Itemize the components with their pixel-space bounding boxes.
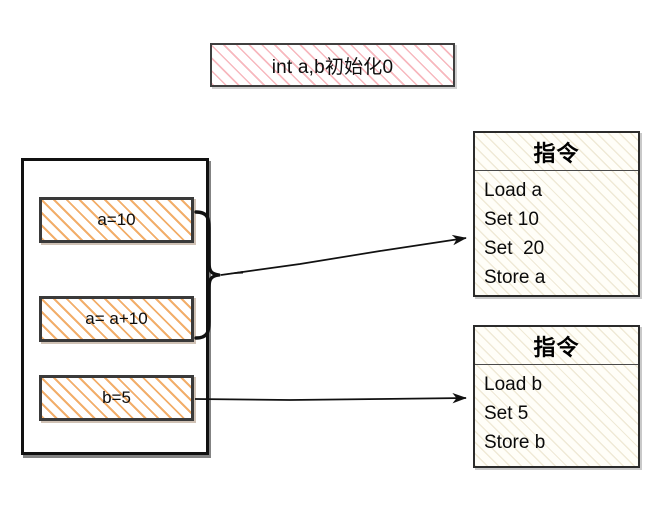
arrow-to-instruction-panel-a	[220, 234, 467, 276]
arrow-tail-wedge-a	[221, 271, 243, 275]
instruction-panel-header: 指令	[475, 327, 638, 365]
statement-label: b=5	[102, 388, 131, 407]
arrow-to-instruction-panel-b	[194, 392, 467, 404]
statement-box-b-assign: b=5	[39, 375, 194, 421]
instruction-panel-a: 指令 Load a Set 10 Set 20 Store a	[473, 131, 640, 297]
instruction-line: Load b	[484, 374, 543, 395]
instruction-line: Load a	[484, 180, 543, 201]
instruction-line: Store a	[484, 267, 546, 288]
statement-label: a= a+10	[85, 309, 148, 328]
statement-box-a-assign: a=10	[39, 197, 194, 243]
instruction-line: Set 10	[484, 209, 539, 230]
instruction-line: Set 20	[484, 238, 545, 259]
instruction-panel-header: 指令	[475, 133, 638, 171]
instruction-list: Load b Set 5 Store b	[475, 365, 638, 457]
instruction-list: Load a Set 10 Set 20 Store a	[475, 171, 638, 292]
instruction-panel-header-label: 指令	[533, 140, 580, 166]
statement-label: a=10	[97, 210, 136, 229]
statement-box-a-increment: a= a+10	[39, 296, 194, 342]
instruction-panel-b: 指令 Load b Set 5 Store b	[473, 325, 640, 468]
title-banner: int a,b初始化0	[210, 43, 455, 87]
title-banner-label: int a,b初始化0	[271, 56, 394, 78]
instruction-line: Store b	[484, 432, 546, 453]
instruction-line: Set 5	[484, 403, 529, 424]
instruction-panel-header-label: 指令	[533, 334, 580, 360]
